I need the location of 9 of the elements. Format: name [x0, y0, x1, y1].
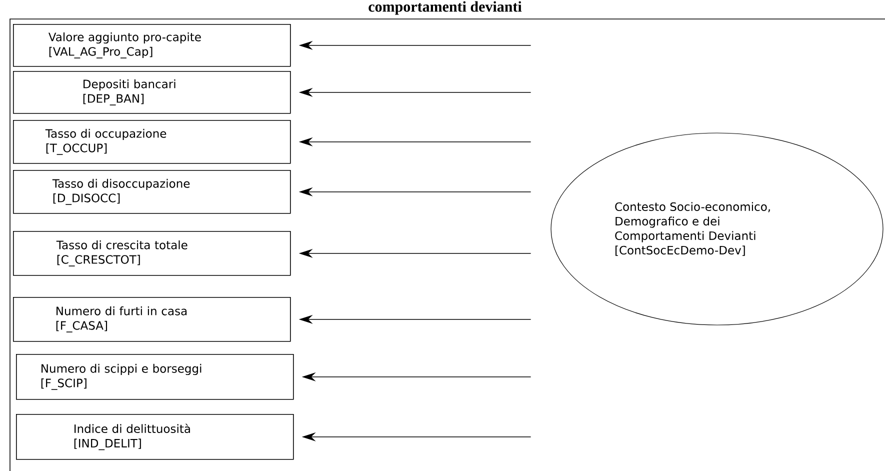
title: comportamenti devianti: [368, 1, 522, 15]
indicator-box: Numero di scippi e borseggi [F_SCIP]: [16, 354, 294, 400]
indicator-box: Valore aggiunto pro-capite [VAL_AG_Pro_Cap]: [13, 24, 291, 67]
indicator-box: Indice di delittuosità [IND_DELIT]: [16, 414, 294, 460]
indicator-box: Tasso di occupazione [T_OCCUP]: [13, 120, 291, 164]
indicator-box: Numero di furti in casa [F_CASA]: [13, 297, 291, 342]
indicator-box: Tasso di disoccupazione [D_DISOCC]: [13, 170, 291, 214]
indicator-box: Depositi bancari [DEP_BAN]: [13, 71, 291, 114]
indicator-box: Tasso di crescita totale [C_CRESCTOT]: [13, 231, 291, 276]
